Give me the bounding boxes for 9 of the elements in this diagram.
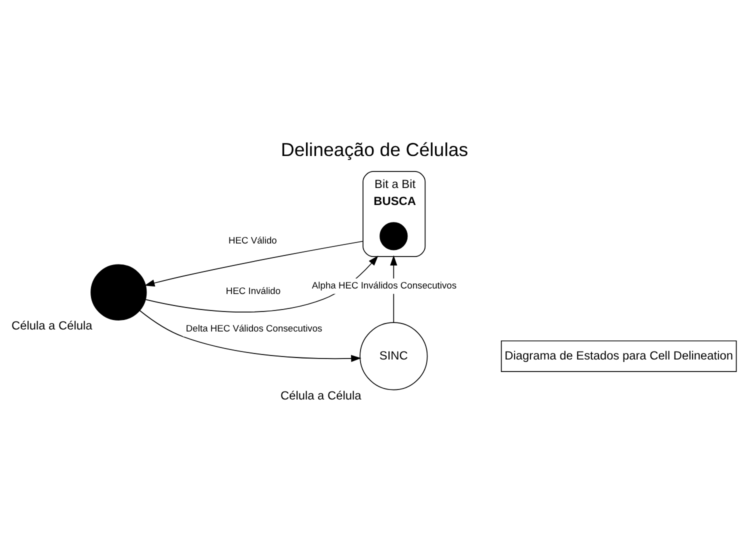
- node-label: Bit a Bit: [374, 176, 416, 191]
- edge-label: HEC Válido: [228, 236, 277, 246]
- diagram-title: Delineação de Células: [280, 138, 468, 160]
- node-label: Célula a Célula: [280, 388, 362, 402]
- edge-label: HEC Inválido: [226, 286, 281, 296]
- caption: Diagrama de Estados para Cell Delineation: [504, 348, 734, 362]
- node-label: Célula a Célula: [11, 318, 92, 333]
- edge-label: Delta HEC Válidos Consecutivos: [186, 323, 322, 334]
- edge-label: Alpha HEC Inválidos Consecutivos: [312, 280, 457, 291]
